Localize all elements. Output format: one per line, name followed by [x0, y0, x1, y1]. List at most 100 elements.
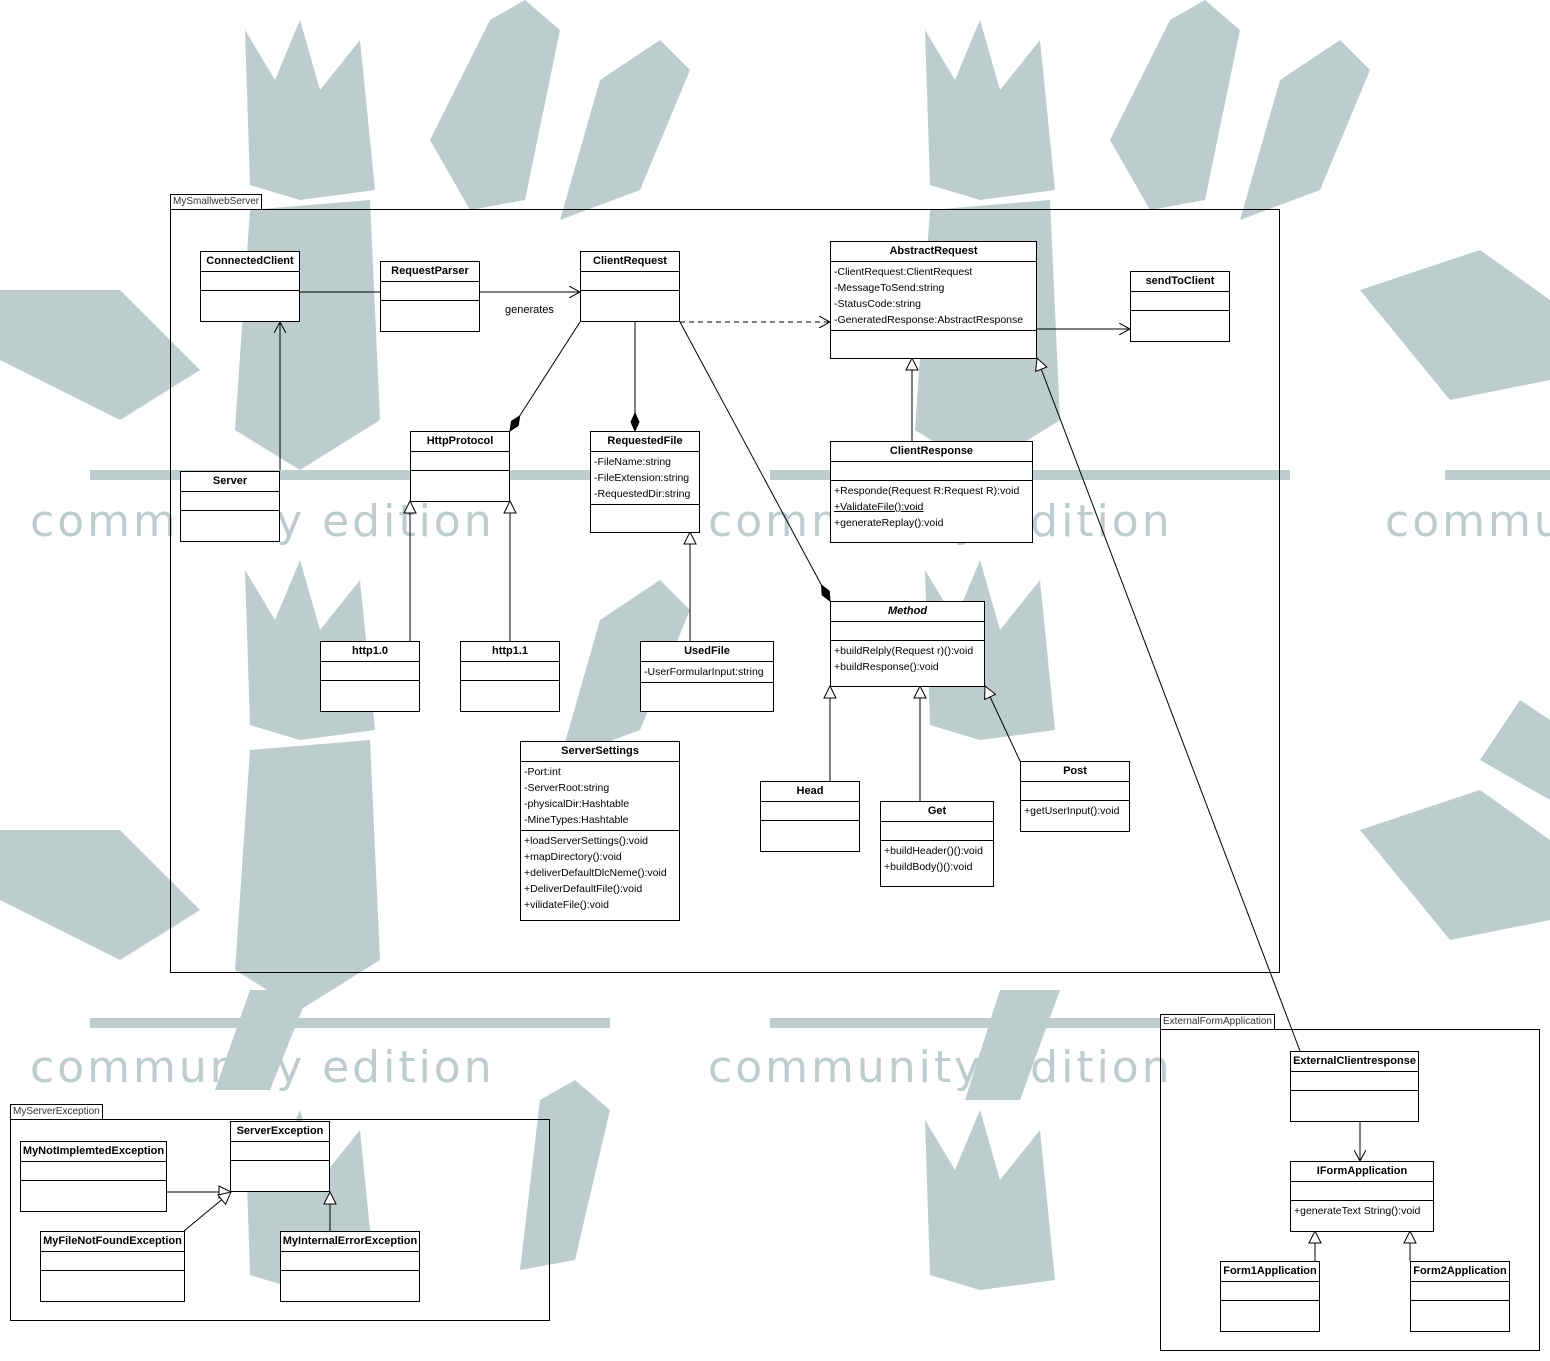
class-myfilenotfoundexception[interactable]: MyFileNotFoundException — [40, 1231, 185, 1302]
class-name: AbstractRequest — [831, 242, 1036, 262]
methods-section — [1411, 1301, 1509, 1320]
package-externalformapplication[interactable] — [1160, 1029, 1540, 1351]
method-mapdirectory: +mapDirectory():void — [524, 851, 622, 863]
class-requestparser[interactable]: RequestParser — [380, 261, 480, 332]
watermark-bar — [90, 470, 610, 480]
attributes-section: -FileName:string -FileExtension:string -… — [591, 452, 699, 505]
attribute-messagetosend: -MessageToSend:string — [834, 282, 945, 294]
class-name: Post — [1021, 762, 1129, 782]
composition-clientrequest-method — [679, 321, 830, 601]
watermark-bar — [1445, 470, 1550, 480]
class-http11[interactable]: http1.1 — [460, 641, 560, 712]
attributes-section — [41, 1252, 184, 1271]
package-tab-myserverexception[interactable]: MyServerException — [10, 1104, 103, 1119]
class-form1application[interactable]: Form1Application — [1220, 1261, 1320, 1332]
class-clientresponse[interactable]: ClientResponse +Responde(Request R:Reque… — [830, 441, 1033, 543]
class-get[interactable]: Get +buildHeader()():void +buildBody()()… — [880, 801, 994, 887]
method-buildresponse: +buildResponse():void — [834, 661, 939, 673]
methods-section — [381, 301, 479, 320]
class-name: ClientRequest — [581, 252, 679, 272]
label-generates: generates — [505, 304, 554, 316]
attributes-section — [281, 1252, 419, 1271]
attributes-section — [321, 662, 419, 681]
class-name: RequestParser — [381, 262, 479, 282]
class-serversettings[interactable]: ServerSettings -Port:int -ServerRoot:str… — [520, 741, 680, 921]
attributes-section: -Port:int -ServerRoot:string -physicalDi… — [521, 762, 679, 831]
methods-section — [181, 511, 279, 530]
methods-section — [201, 291, 299, 310]
class-post[interactable]: Post +getUserInput():void — [1020, 761, 1130, 832]
package-mysmallwebserver[interactable] — [170, 209, 1280, 973]
class-head[interactable]: Head — [760, 781, 860, 852]
method-deliverdefaultdlcneme: +deliverDefaultDlcNeme():void — [524, 867, 667, 879]
methods-section — [1131, 311, 1229, 330]
class-name: IFormApplication — [1291, 1162, 1433, 1182]
attributes-section — [831, 462, 1032, 481]
package-tab-mysmallwebserver[interactable]: MySmallwebServer — [170, 194, 263, 209]
method-validatefile: +ValidateFile():void — [834, 501, 924, 513]
attributes-section — [201, 272, 299, 291]
methods-section: +loadServerSettings():void +mapDirectory… — [521, 831, 679, 915]
attribute-physicaldir: -physicalDir:Hashtable — [524, 798, 630, 810]
methods-section — [1291, 1091, 1418, 1110]
methods-section — [321, 681, 419, 700]
class-mynotimplementedexception[interactable]: MyNotImplemtedException — [20, 1141, 167, 1212]
method-buildbody: +buildBody()():void — [884, 861, 973, 873]
class-iformapplication[interactable]: IFormApplication +generateText String():… — [1290, 1161, 1434, 1232]
generalization-myfilenotfound-serverexception — [183, 1192, 231, 1232]
attributes-section — [581, 272, 679, 291]
class-name: http1.1 — [461, 642, 559, 662]
class-server[interactable]: Server — [180, 471, 280, 542]
class-name: ExternalClientresponse — [1291, 1052, 1418, 1072]
watermark-bar — [770, 1018, 1160, 1028]
attributes-section — [1021, 782, 1129, 801]
attributes-section — [1291, 1182, 1433, 1201]
class-requestedfile[interactable]: RequestedFile -FileName:string -FileExte… — [590, 431, 700, 533]
attributes-section — [881, 822, 993, 841]
methods-section — [591, 505, 699, 524]
class-abstractrequest[interactable]: AbstractRequest -ClientRequest:ClientReq… — [830, 241, 1037, 359]
class-http10[interactable]: http1.0 — [320, 641, 420, 712]
class-name: MyInternalErrorException — [281, 1232, 419, 1252]
package-tab-externalformapplication[interactable]: ExternalFormApplication — [1160, 1014, 1275, 1029]
class-serverexception[interactable]: ServerException — [230, 1121, 330, 1192]
attribute-filename: -FileName:string — [594, 456, 672, 468]
attributes-section — [1221, 1282, 1319, 1301]
watermark-text: community edition — [708, 1042, 1173, 1093]
attribute-generatedresponse: -GeneratedResponse:AbstractResponse — [834, 314, 1024, 326]
class-name: sendToClient — [1131, 272, 1229, 292]
class-myinternalerrorexception[interactable]: MyInternalErrorException — [280, 1231, 420, 1302]
methods-section: +buildHeader()():void +buildBody()():voi… — [881, 841, 993, 877]
class-name: ServerSettings — [521, 742, 679, 762]
class-sendtoclient[interactable]: sendToClient — [1130, 271, 1230, 342]
class-form2application[interactable]: Form2Application — [1410, 1261, 1510, 1332]
class-externalclientresponse[interactable]: ExternalClientresponse — [1290, 1051, 1419, 1122]
attributes-section — [21, 1162, 166, 1181]
class-method[interactable]: Method +buildRelply(Request r)():void +b… — [830, 601, 985, 687]
methods-section — [231, 1161, 329, 1180]
attributes-section — [181, 492, 279, 511]
class-usedfile[interactable]: UsedFile -UserFormularInput:string — [640, 641, 774, 712]
class-connectedclient[interactable]: ConnectedClient — [200, 251, 300, 322]
method-vilidatefile: +vilidateFile():void — [524, 899, 609, 911]
methods-section: +buildRelply(Request r)():void +buildRes… — [831, 641, 984, 677]
methods-section — [581, 291, 679, 310]
class-httpprotocol[interactable]: HttpProtocol — [410, 431, 510, 502]
attribute-userformularinput: -UserFormularInput:string — [644, 666, 764, 678]
class-name: Form2Application — [1411, 1262, 1509, 1282]
methods-section — [461, 681, 559, 700]
class-name: Get — [881, 802, 993, 822]
watermark-text: community edition — [1385, 496, 1550, 547]
package-myserverexception[interactable] — [10, 1119, 550, 1321]
king-logo-icon — [0, 0, 690, 470]
methods-section — [411, 471, 509, 490]
class-name: Form1Application — [1221, 1262, 1319, 1282]
attribute-clientrequest: -ClientRequest:ClientRequest — [834, 266, 973, 278]
attribute-requesteddir: -RequestedDir:string — [594, 488, 691, 500]
class-clientrequest[interactable]: ClientRequest — [580, 251, 680, 322]
class-name: HttpProtocol — [411, 432, 509, 452]
composition-clientrequest-httpprotocol — [510, 321, 581, 431]
method-loadserversettings: +loadServerSettings():void — [524, 835, 649, 847]
watermark-bar — [90, 1018, 610, 1028]
